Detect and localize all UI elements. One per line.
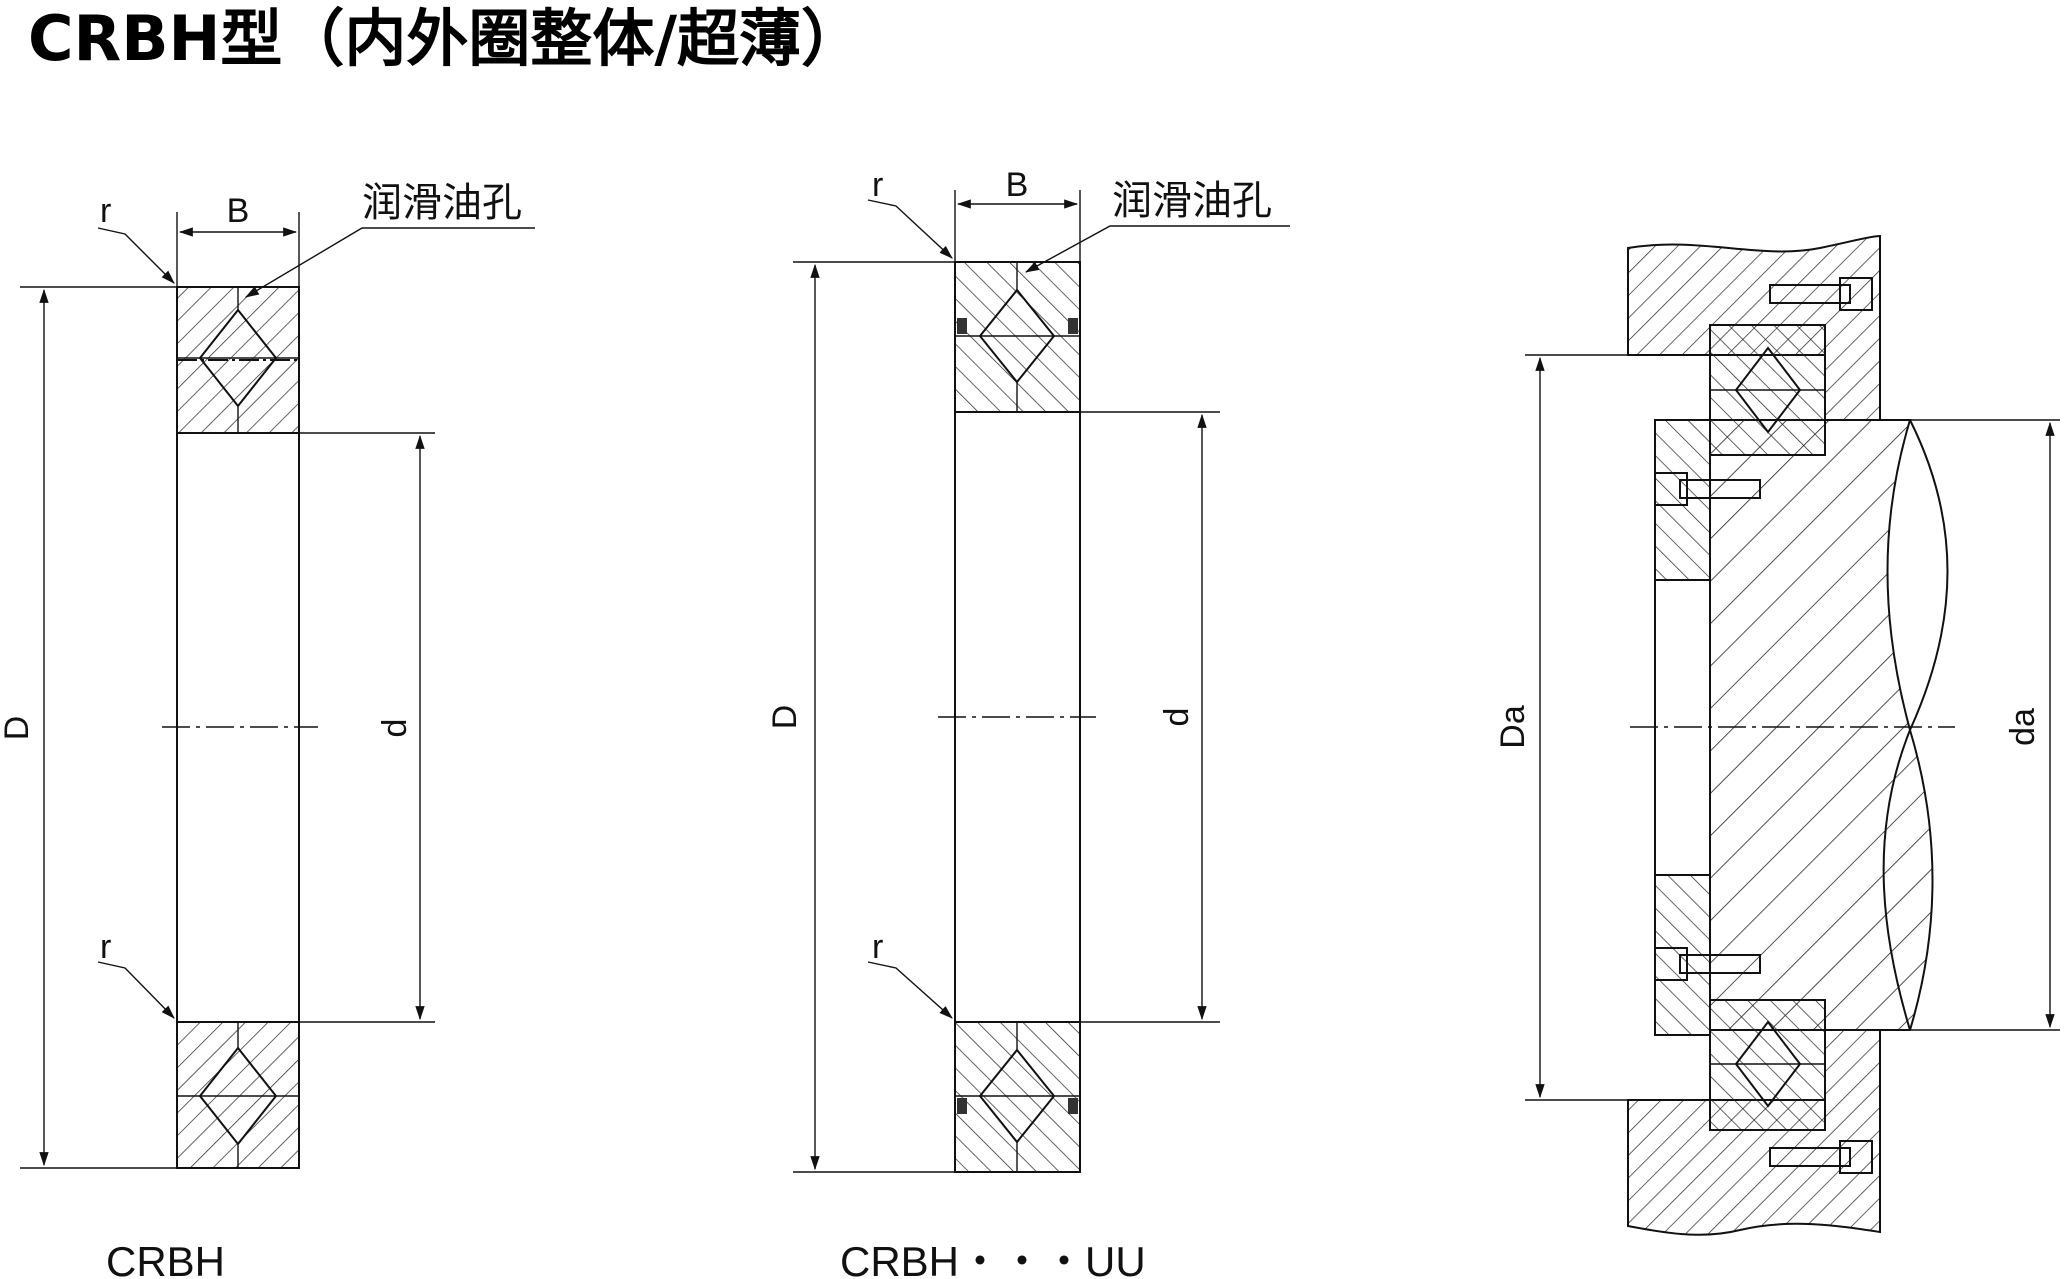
- dim-D-label-uu: D: [766, 705, 804, 730]
- oil-hole-label-uu: 润滑油孔: [1112, 178, 1272, 224]
- view-crbh: D d B r r 润滑油孔 CRBH: [0, 180, 535, 1279]
- caption-crbh: CRBH: [106, 1238, 225, 1279]
- section-bottom-crbh-uu: [954, 1021, 1081, 1173]
- section-top-crbh: [176, 286, 300, 434]
- dim-B-label-uu: B: [1006, 166, 1029, 204]
- page-title: CRBH型（内外圈整体/超薄）: [28, 2, 863, 75]
- view-mounting: Da da: [1494, 234, 2060, 1236]
- retainer-top: [1654, 419, 1711, 581]
- section-bottom-crbh: [176, 1021, 300, 1169]
- dim-Da-label: Da: [1494, 705, 1532, 749]
- bolt-top-right: [1769, 277, 1873, 311]
- bolt-bottom-right: [1769, 1140, 1873, 1174]
- dim-D-label: D: [0, 716, 36, 741]
- dim-B-label: B: [227, 192, 250, 230]
- dim-d-label-uu: d: [1158, 708, 1196, 727]
- bearing-top: [1709, 324, 1826, 456]
- caption-crbh-uu: CRBH・・・UU: [840, 1238, 1146, 1279]
- bolt-left-lower: [1654, 947, 1761, 981]
- oil-hole-label: 润滑油孔: [362, 180, 522, 226]
- dim-d-label: d: [376, 719, 414, 738]
- bolt-left-upper: [1654, 472, 1761, 506]
- housing-bottom: [1627, 1029, 1881, 1236]
- view-crbh-uu: D d B r r 润滑油孔 CRBH・・・UU: [766, 166, 1290, 1279]
- section-top-crbh-uu: [954, 261, 1081, 413]
- radius-bottom-label-uu: r: [872, 928, 883, 966]
- radius-bottom-label: r: [100, 928, 111, 966]
- radius-top-label: r: [100, 192, 111, 230]
- radius-top-label-uu: r: [872, 166, 883, 204]
- bearing-bottom: [1709, 999, 1826, 1131]
- dim-da-label: da: [2004, 708, 2042, 746]
- shaft: [1709, 419, 1934, 1031]
